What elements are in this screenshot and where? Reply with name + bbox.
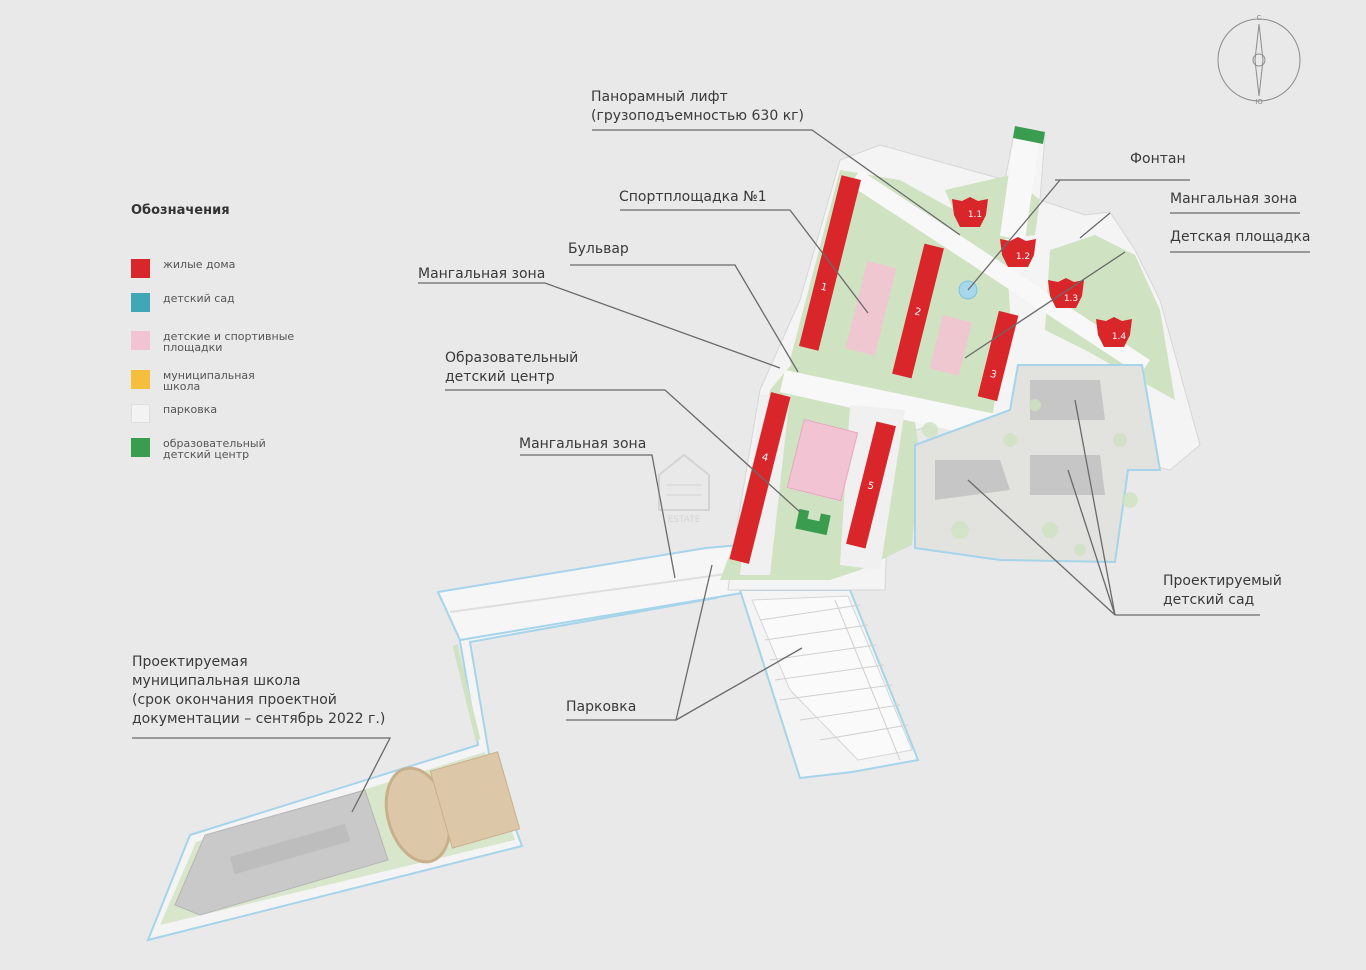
building-2-label: 2: [913, 306, 922, 318]
callout-sport-ground: Спортплощадка №1: [619, 189, 767, 205]
tower-1-2-label: 1.2: [1016, 252, 1030, 262]
tower-1-4-label: 1.4: [1112, 332, 1127, 342]
building-5-label: 5: [866, 480, 875, 492]
legend-swatch-playgrounds: [131, 331, 150, 350]
callout-kindergarten: Проектируемый детский сад: [1163, 573, 1282, 608]
callout-school: Проектируемая муниципальная школа (срок …: [132, 654, 386, 727]
watermark-logo: ESTATE: [658, 453, 710, 525]
legend-swatch-residential: [131, 259, 150, 278]
legend-swatch-edu-center: [131, 438, 150, 457]
school-plot: [146, 548, 718, 942]
building-4-label: 4: [761, 452, 770, 464]
leader-lines: [132, 129, 1310, 813]
legend-item-residential: жилые дома: [131, 259, 333, 278]
tower-1-2: 1.2: [1000, 237, 1036, 267]
legend-item-kindergarten: детский сад: [131, 293, 333, 312]
legend-item-playgrounds: детские и спортивные площадки: [131, 331, 333, 353]
callout-fountain: Фонтан: [1130, 151, 1186, 167]
legend-swatch-kindergarten: [131, 293, 150, 312]
legend-item-school: муниципальная школа: [131, 370, 333, 392]
callout-boulevard: Бульвар: [568, 241, 629, 257]
parking-south: [738, 589, 920, 780]
legend-item-parking: парковка: [131, 404, 333, 423]
callout-bbq-zone-s: Мангальная зона: [519, 436, 647, 452]
tower-1-3-label: 1.3: [1064, 294, 1078, 304]
map-legend: Обозначения жилые дома детский сад детск…: [131, 203, 381, 460]
callout-panoramic-lift: Панорамный лифт (грузоподъемностью 630 к…: [591, 89, 804, 124]
kindergarten-area: [914, 364, 1162, 564]
tower-1-1: 1.1: [952, 197, 988, 227]
callout-education-center: Образовательный детский центр: [445, 350, 579, 385]
watermark-text: ESTATE: [668, 515, 701, 525]
compass-north-label: С: [1257, 14, 1262, 22]
legend-label-kindergarten: детский сад: [163, 292, 235, 305]
tower-1-4: 1.4: [1096, 317, 1132, 347]
legend-swatch-school: [131, 370, 150, 389]
callout-parking: Парковка: [566, 699, 637, 715]
compass-south-label: Ю: [1255, 98, 1263, 104]
building-2: 2: [892, 243, 944, 379]
callout-bbq-zone-w: Мангальная зона: [418, 266, 546, 282]
legend-title: Обозначения: [131, 203, 230, 218]
building-3-label: 3: [989, 369, 998, 381]
legend-label-school: муниципальная школа: [163, 369, 255, 393]
legend-label-parking: парковка: [163, 403, 218, 416]
building-5: 5: [846, 421, 896, 549]
building-3: 3: [977, 310, 1019, 402]
callout-playground: Детская площадка: [1170, 229, 1311, 245]
residential-buildings: 1 2 3 4 5: [729, 175, 1019, 564]
callout-bbq-zone-ne: Мангальная зона: [1170, 191, 1298, 207]
compass-icon: С Ю: [1217, 14, 1301, 104]
towers: 1.1 1.2 1.3 1.4: [952, 197, 1132, 347]
legend-label-playgrounds: детские и спортивные площадки: [163, 330, 295, 354]
building-1-label: 1: [819, 282, 828, 294]
legend-label-residential: жилые дома: [163, 258, 236, 271]
legend-swatch-parking: [131, 404, 150, 423]
legend-item-edu-center: образовательный детский центр: [131, 438, 333, 460]
building-4: 4: [729, 392, 791, 564]
tower-1-1-label: 1.1: [968, 210, 982, 220]
legend-label-edu-center: образовательный детский центр: [163, 437, 266, 461]
